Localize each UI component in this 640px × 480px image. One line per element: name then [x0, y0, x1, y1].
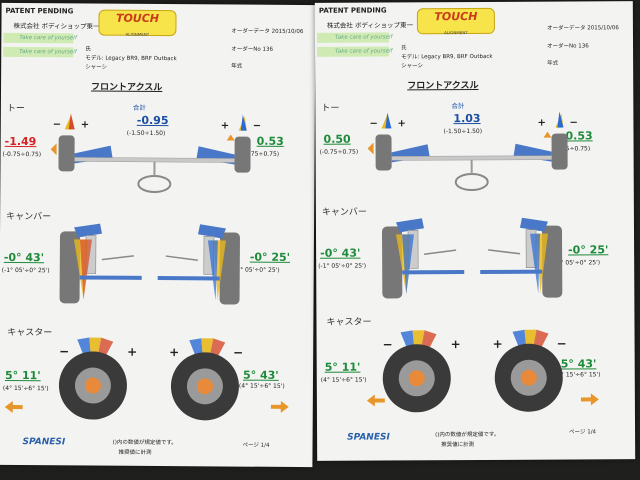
right-tire-icon [541, 225, 563, 298]
left-tire-icon [382, 226, 403, 299]
toe-left-range: (-0.75÷0.75) [2, 150, 42, 159]
owner-label: 氏 [401, 45, 407, 52]
left-wheel-icon [58, 135, 75, 172]
arrow-icon [226, 134, 235, 141]
svg-text:+: + [81, 119, 89, 130]
model-line: モデル: Legacy BR9, BRF Outback [85, 55, 177, 63]
camber-label: キャンバー [6, 211, 52, 223]
camber-left-value: -0° 43' [320, 246, 361, 260]
caster-left-value: 5° 11' [4, 368, 41, 383]
left-tire-icon [59, 231, 80, 304]
svg-text:−: − [59, 344, 69, 358]
patent-label: PATENT PENDING [5, 6, 74, 16]
svg-text:+: + [127, 345, 137, 359]
svg-text:−: − [557, 337, 567, 351]
order-number: オーダーNo 136 [547, 43, 589, 50]
toe-label: トー [6, 103, 25, 115]
model-line: モデル: Legacy BR9, BRF Outback [401, 53, 493, 61]
page-number: ページ 1/4 [242, 442, 270, 449]
order-date: オーダーデータ 2015/10/06 [231, 28, 304, 36]
section-title: フロントアクスル [90, 82, 163, 94]
arrow-icon [50, 143, 57, 156]
caster-left-range: (4° 15'÷6° 15') [2, 384, 49, 393]
highlight-text: Take care of yourself [19, 35, 77, 42]
patent-label: PATENT PENDING [318, 6, 387, 15]
svg-text:−: − [53, 119, 61, 130]
alignment-report-sheet-right: PATENT PENDING 株式会社 ボディショップ東一 Take care … [314, 1, 636, 461]
left-wheel-icon [375, 134, 392, 171]
svg-text:+: + [397, 118, 405, 129]
svg-text:+: + [493, 337, 503, 351]
highlight-text: Take care of yourself [334, 34, 393, 41]
toe-total-label: 合計 [132, 103, 146, 112]
camber-diagram [59, 223, 240, 305]
svg-text:+: + [221, 120, 229, 131]
alignment-report-sheet-left: PATENT PENDING 株式会社 ボディショップ東一 Take care … [0, 2, 316, 468]
footer-note: 推奨値に計測 [441, 442, 475, 449]
caster-left-value: 5° 11' [324, 360, 361, 374]
arrow-right-icon [580, 393, 599, 406]
camber-diagram [382, 217, 563, 299]
svg-text:−: − [233, 346, 243, 360]
svg-text:+: + [169, 345, 179, 359]
company-name: 株式会社 ボディショップ東一 [326, 21, 414, 30]
highlight-text: Take care of yourself [19, 49, 77, 56]
arrow-icon [367, 142, 374, 155]
steering-wheel-icon [137, 174, 172, 193]
spanesi-logo: SPANESI [22, 437, 66, 448]
caster-label: キャスター [326, 317, 372, 328]
highlight-text: Take care of yourself [335, 48, 393, 55]
caster-left-range: (4° 15'÷6° 15') [320, 376, 367, 384]
page-number: ページ 1/4 [569, 429, 597, 436]
section-title: フロントアクスル [407, 80, 479, 92]
caster-diagram: − + + − [383, 329, 567, 413]
right-tire-icon [219, 232, 240, 305]
camber-right-value: -0° 25' [568, 243, 609, 257]
svg-text:−: − [569, 117, 577, 128]
svg-text:−: − [383, 337, 393, 351]
spanesi-logo: SPANESI [347, 432, 390, 443]
camber-label: キャンバー [321, 207, 367, 218]
svg-text:−: − [369, 119, 377, 130]
toe-total-label: 合計 [451, 102, 465, 111]
right-wheel-icon [551, 133, 568, 170]
footer-note: 推奨値に計測 [118, 449, 152, 456]
company-name: 株式会社 ボディショップ東一 [13, 21, 100, 31]
arrow-icon [543, 131, 552, 138]
order-date: オーダーデータ 2015/10/06 [546, 25, 619, 32]
toe-label: トー [321, 103, 340, 114]
arrow-left-icon [4, 400, 23, 413]
toe-left-value: -1.49 [4, 134, 37, 149]
camber-right-value: -0° 25' [249, 250, 291, 264]
chassis-label: シャーシ [401, 63, 424, 70]
toe-axle-diagram: − + + − [367, 111, 578, 192]
steering-wheel-icon [454, 173, 489, 192]
right-wheel-icon [234, 136, 251, 173]
svg-text:−: − [253, 121, 261, 132]
chassis-label: シャーシ [85, 64, 108, 71]
camber-left-range: (-1° 05'÷0° 25') [318, 262, 367, 270]
arrow-right-icon [270, 400, 289, 413]
caster-label: キャスター [7, 327, 53, 339]
arrow-left-icon [366, 394, 385, 407]
toe-left-value: 0.50 [323, 132, 351, 146]
footer-note: ()内の数値が規定値です。 [112, 439, 177, 447]
toe-axle-diagram: − + + − [50, 113, 261, 193]
toe-left-range: (-0.75÷0.75) [319, 148, 359, 156]
camber-left-range: (-1° 05'÷0° 25') [1, 266, 50, 275]
order-number: オーダーNo 136 [231, 46, 274, 53]
caster-diagram: − + + − [58, 337, 243, 421]
svg-text:+: + [537, 118, 545, 129]
year-label: 年式 [547, 60, 559, 67]
camber-left-value: -0° 43' [3, 250, 45, 265]
footer-note: ()内の数値が規定値です。 [435, 431, 500, 439]
owner-label: 氏 [85, 46, 91, 53]
year-label: 年式 [231, 63, 243, 70]
svg-text:+: + [451, 337, 461, 351]
